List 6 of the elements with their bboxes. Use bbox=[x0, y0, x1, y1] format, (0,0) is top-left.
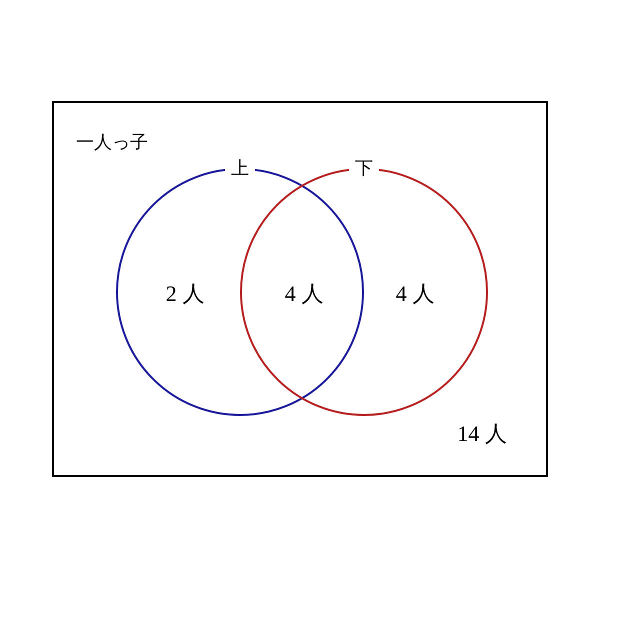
universe-label: 一人っ子 bbox=[76, 131, 148, 154]
region-count: 14 人 bbox=[457, 420, 507, 448]
region-count: 4 人 bbox=[284, 280, 324, 308]
universe-box bbox=[52, 101, 548, 477]
region-count: 4 人 bbox=[396, 280, 434, 308]
region-count: 2 人 bbox=[166, 280, 204, 308]
